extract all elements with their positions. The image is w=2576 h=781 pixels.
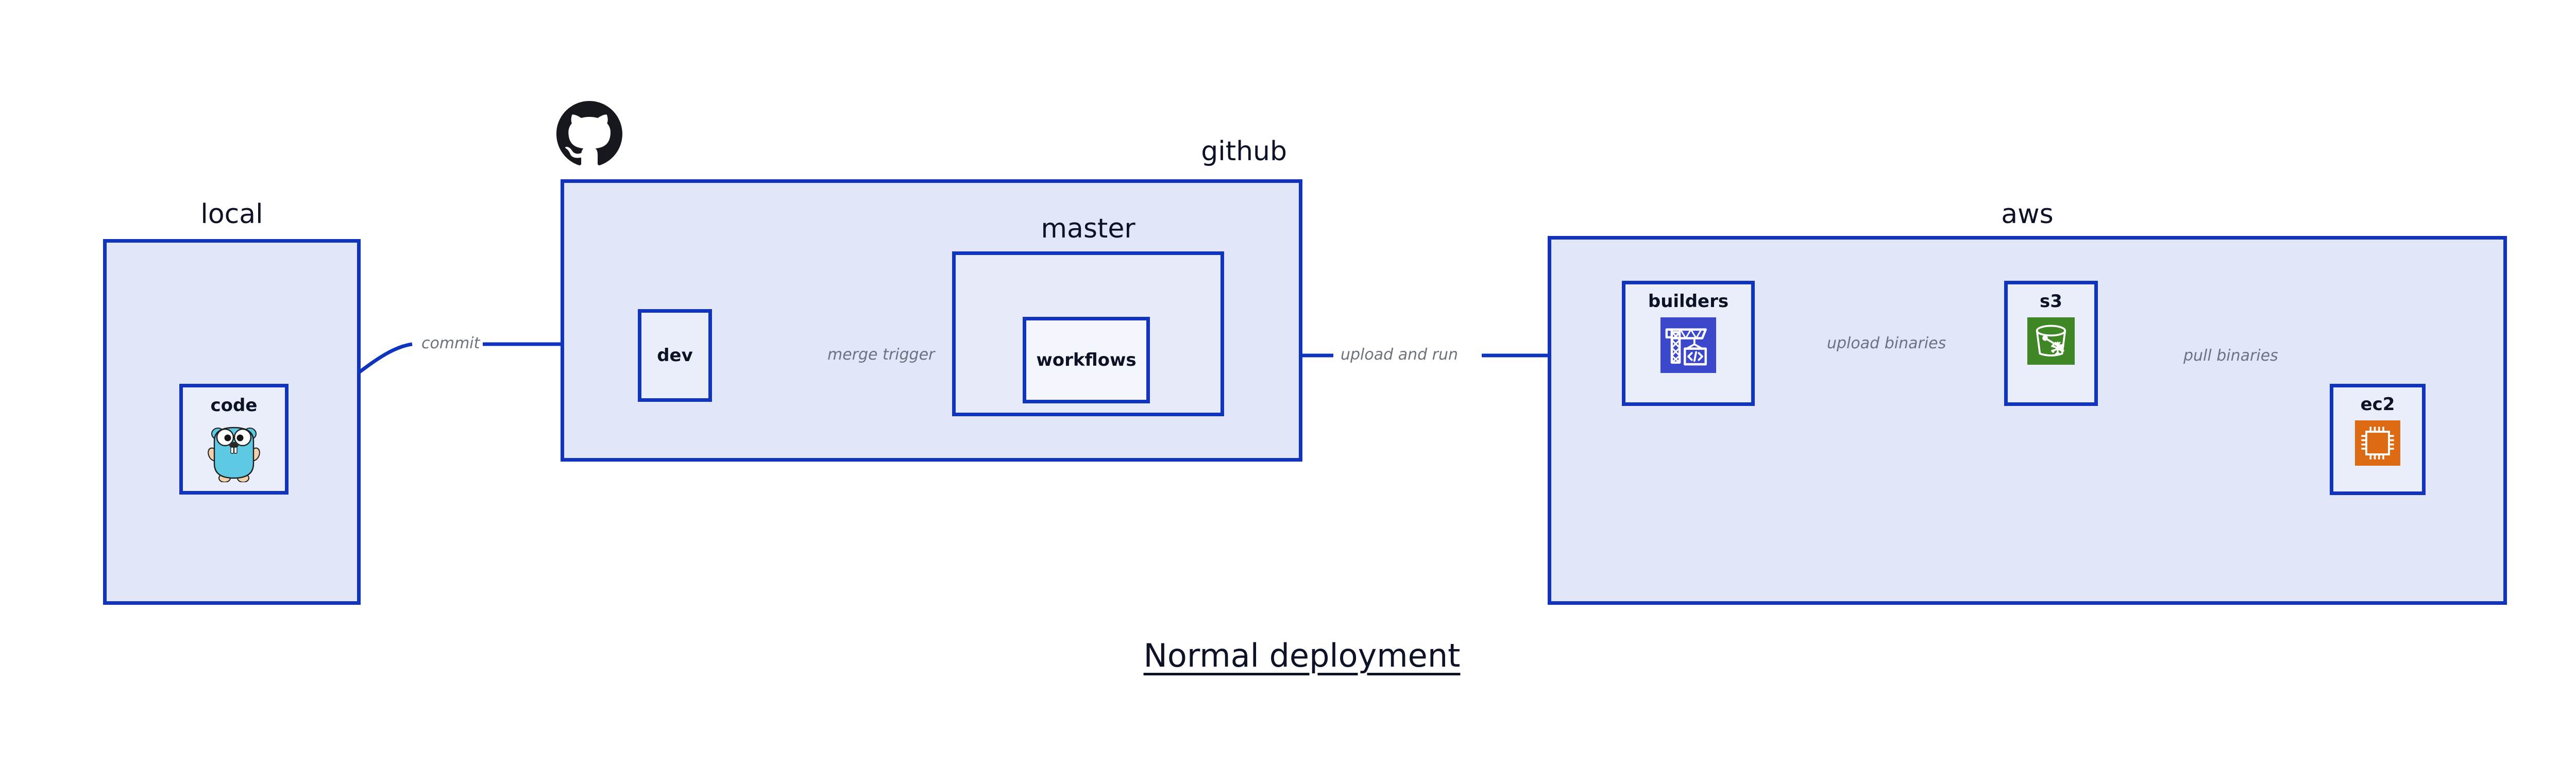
edge-label-upload-and-run: upload and run: [1337, 347, 1462, 363]
node-builders[interactable]: builders: [1622, 281, 1755, 406]
edge-label-merge-trigger: merge trigger: [824, 347, 938, 363]
node-workflows-label: workflows: [1036, 350, 1137, 370]
node-dev-label: dev: [657, 345, 693, 366]
github-octocat-icon: [556, 101, 622, 169]
node-s3-label: s3: [2040, 291, 2062, 312]
go-gopher-icon: [205, 420, 263, 484]
node-ec2[interactable]: ec2: [2330, 384, 2426, 495]
node-s3[interactable]: s3: [2004, 281, 2098, 406]
group-aws-label: aws: [2001, 199, 2054, 230]
group-github-label: github: [1201, 136, 1287, 167]
node-builders-label: builders: [1648, 291, 1729, 312]
node-workflows[interactable]: workflows: [1023, 317, 1150, 403]
diagram-title: Normal deployment: [1143, 637, 1461, 674]
node-code[interactable]: code: [179, 384, 289, 495]
node-code-label: code: [210, 395, 258, 416]
aws-codebuild-icon: [1660, 317, 1716, 375]
node-ec2-label: ec2: [2360, 394, 2395, 415]
aws-s3-glacier-icon: [2027, 317, 2075, 367]
aws-ec2-icon: [2355, 420, 2400, 468]
node-dev[interactable]: dev: [638, 309, 712, 402]
group-master-label: master: [1041, 213, 1136, 244]
edge-label-pull-binaries: pull binaries: [2180, 348, 2281, 364]
edge-label-commit: commit: [418, 336, 483, 351]
group-local-label: local: [200, 199, 263, 230]
edge-label-upload-binaries: upload binaries: [1824, 336, 1950, 351]
